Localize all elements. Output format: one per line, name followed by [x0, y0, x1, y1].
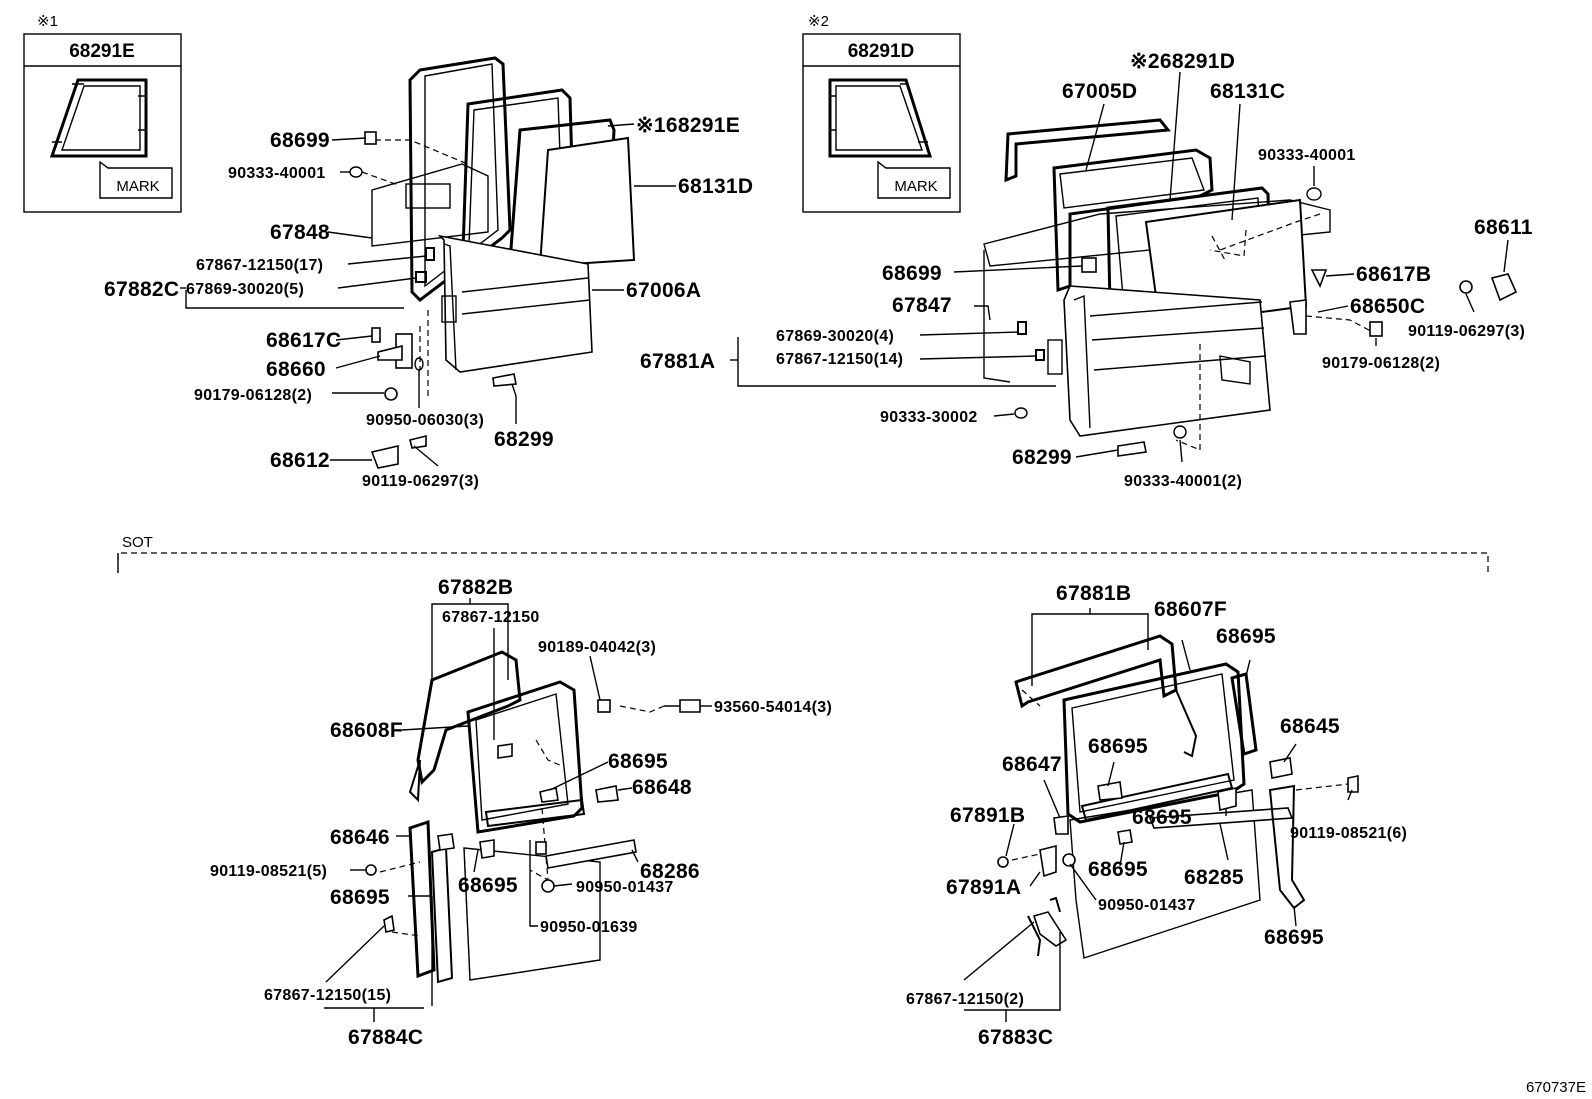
label-67848: 67848	[270, 221, 330, 244]
inset-68291D: ※2 68291D MARK	[802, 13, 961, 213]
label-67869-30020-5: 67869-30020(5)	[186, 281, 304, 298]
label-68299: 68299	[494, 428, 554, 451]
section-label: SOT	[122, 534, 153, 551]
label-68286: 68286	[640, 860, 700, 883]
label-67867-12150-17: 67867-12150(17)	[196, 257, 323, 274]
label-90950-01437-br: 90950-01437	[1098, 897, 1196, 914]
inset2-note: ※2	[808, 13, 829, 30]
tl-leaders	[180, 123, 676, 467]
tr-leaders	[730, 71, 1509, 463]
label-67006A: 67006A	[626, 279, 701, 302]
figure-id: 670737E	[1526, 1079, 1586, 1096]
label-67869-30020-4: 67869-30020(4)	[776, 328, 894, 345]
label-90119-06297-3: 90119-06297(3)	[362, 473, 479, 490]
label-90179-06128-2: 90179-06128(2)	[194, 387, 312, 404]
bl-leaders	[324, 598, 712, 1022]
label-67884C: 67884C	[348, 1026, 423, 1049]
label-67891A: 67891A	[946, 876, 1021, 899]
label-90950-06030-3: 90950-06030(3)	[366, 412, 484, 429]
label-68617B: 68617B	[1356, 263, 1431, 286]
label-67882B: 67882B	[438, 576, 513, 599]
inset1-mark: MARK	[116, 178, 159, 195]
label-68608F: 68608F	[330, 719, 403, 742]
label-68695-br-b: 68695	[1088, 735, 1148, 758]
inset-68291E: ※1 68291E MARK	[23, 13, 182, 213]
label-68291E: ※168291E	[636, 114, 740, 137]
label-68646: 68646	[330, 826, 390, 849]
label-68695-br-e: 68695	[1264, 926, 1324, 949]
label-90950-01639: 90950-01639	[540, 919, 638, 936]
label-68131D: 68131D	[678, 175, 753, 198]
label-68648: 68648	[632, 776, 692, 799]
inset1-note: ※1	[37, 13, 58, 30]
label-67881B: 67881B	[1056, 582, 1131, 605]
label-90333-30002: 90333-30002	[880, 409, 978, 426]
label-68645: 68645	[1280, 715, 1340, 738]
label-68611: 68611	[1474, 216, 1533, 239]
label-68695-br-a: 68695	[1216, 625, 1276, 648]
label-90333-40001-2: 90333-40001(2)	[1124, 473, 1242, 490]
label-90119-06297-3-tr: 90119-06297(3)	[1408, 323, 1525, 340]
label-67891B: 67891B	[950, 804, 1025, 827]
label-67005D: 67005D	[1062, 80, 1137, 103]
label-68660: 68660	[266, 358, 326, 381]
label-68695-bl-a: 68695	[608, 750, 668, 773]
label-90119-08521-6: 90119-08521(6)	[1290, 825, 1407, 842]
label-68695-bl-b: 68695	[330, 886, 390, 909]
slide-door-assembly	[983, 118, 1518, 457]
label-68647: 68647	[1002, 753, 1062, 776]
inset1-part: 68291E	[69, 41, 135, 62]
label-90950-01437-bl: 90950-01437	[576, 879, 674, 896]
label-93560-54014-3: 93560-54014(3)	[714, 699, 832, 716]
inset2-mark: MARK	[894, 178, 937, 195]
label-68131C: 68131C	[1210, 80, 1285, 103]
label-68612: 68612	[270, 449, 330, 472]
sot-front-door-assembly	[365, 650, 701, 984]
sot-bracket: SOT	[117, 534, 1489, 573]
label-68699-tr: 68699	[882, 262, 942, 285]
label-67867-12150-15: 67867-12150(15)	[264, 987, 391, 1004]
label-68695-br-d: 68695	[1088, 858, 1148, 881]
label-67883C: 67883C	[978, 1026, 1053, 1049]
label-68285: 68285	[1184, 866, 1244, 889]
label-90333-40001-tr: 90333-40001	[1258, 147, 1356, 164]
inset2-part: 68291D	[848, 41, 915, 62]
label-67882C: 67882C	[104, 278, 179, 301]
label-68699: 68699	[270, 129, 330, 152]
label-67867-12150: 67867-12150	[442, 609, 540, 626]
label-68650C: 68650C	[1350, 295, 1425, 318]
label-68299-tr: 68299	[1012, 446, 1072, 469]
label-68291D: ※268291D	[1130, 50, 1235, 73]
label-68607F: 68607F	[1154, 598, 1227, 621]
label-68695-bl-c: 68695	[458, 874, 518, 897]
label-90189-04042-3: 90189-04042(3)	[538, 639, 656, 656]
label-68695-br-c: 68695	[1132, 806, 1192, 829]
br-leaders	[963, 608, 1353, 1022]
label-67881A: 67881A	[640, 350, 715, 373]
label-68617C: 68617C	[266, 329, 341, 352]
label-90333-40001: 90333-40001	[228, 165, 326, 182]
label-90179-06128-2-tr: 90179-06128(2)	[1322, 355, 1440, 372]
label-67847: 67847	[892, 294, 952, 317]
sot-slide-door-assembly	[997, 634, 1359, 959]
label-90119-08521-5: 90119-08521(5)	[210, 863, 327, 880]
front-door-assembly	[349, 56, 636, 469]
label-67867-12150-14: 67867-12150(14)	[776, 351, 903, 368]
label-67867-12150-2: 67867-12150(2)	[906, 991, 1024, 1008]
